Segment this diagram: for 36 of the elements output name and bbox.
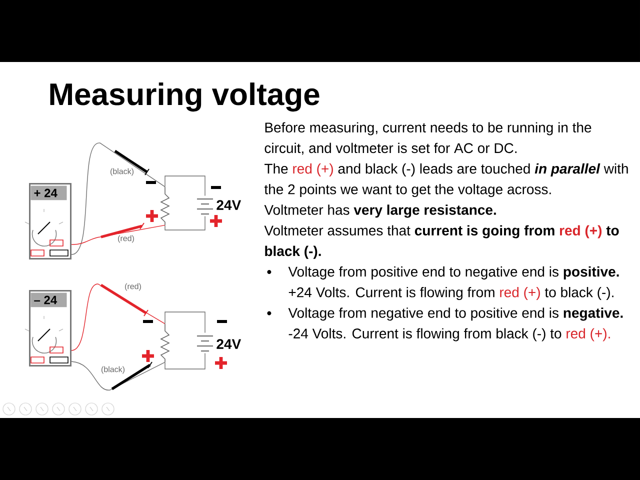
label: to	[606, 226, 619, 236]
label: red (+)	[293, 163, 333, 176]
label: Voltmeter assumes that current is going from	[264, 225, 554, 238]
label: in parallel	[534, 163, 600, 176]
title: Measuring voltage	[50, 82, 320, 112]
wire	[71, 142, 166, 255]
battery-symbol	[196, 336, 214, 352]
paragraph: The red (+) and black (-) leads are touched in parallel with the 2 points we want to get the voltage across.	[264, 163, 628, 198]
wire	[164, 312, 206, 334]
wire	[71, 224, 166, 245]
voltage-label: 24V	[216, 339, 242, 349]
battery-symbol	[196, 198, 214, 214]
label: red (+)	[500, 287, 540, 300]
label: Voltage from positive end to negative end is positive.	[288, 266, 619, 280]
paragraph: Voltmeter assumes that current is going from red (+) to black (-).	[264, 225, 619, 259]
resistor-symbol	[160, 324, 170, 362]
wire	[71, 284, 166, 351]
label: The	[264, 163, 288, 174]
label: to black (-).	[544, 287, 614, 300]
label: black (-).	[265, 246, 321, 259]
resistor-symbol	[160, 186, 170, 226]
bullet-text: Voltage from positive end to negative end is positive. +24 Volts. Current is flowing from red (+) to black (-).	[288, 266, 619, 300]
paragraph: Before measuring, current needs to be running in the circuit, and voltmeter is set for AC or DC.	[264, 122, 592, 155]
wire	[164, 216, 206, 230]
label: with	[604, 163, 628, 174]
paragraph: Voltmeter has very large resistance.	[264, 204, 496, 218]
multimeter: – 24	[24, 290, 72, 366]
label: red (+)	[560, 225, 602, 238]
wire	[164, 352, 206, 370]
voltage-label: 24V	[216, 200, 242, 210]
label: +24 Volts. Current is flowing from	[288, 287, 494, 300]
label: and black (-) leads are touched	[338, 163, 530, 176]
label: the 2 points we want to get the voltage across.	[264, 184, 551, 198]
multimeter: + 24	[24, 183, 72, 260]
wire	[164, 176, 206, 196]
bullet-text: Voltage from negative end to positive end is negative. -24 Volts. Current is flowing from black (-) to red (+).	[288, 308, 623, 342]
